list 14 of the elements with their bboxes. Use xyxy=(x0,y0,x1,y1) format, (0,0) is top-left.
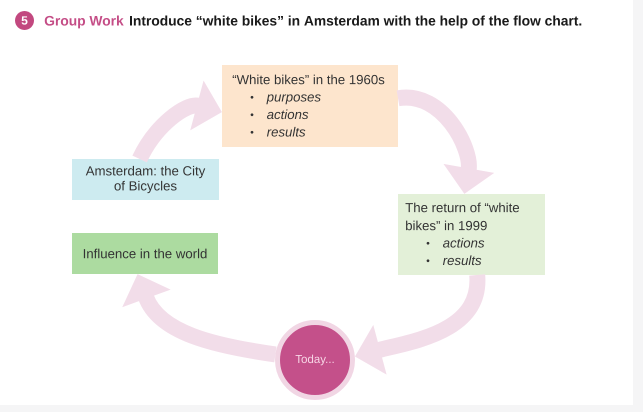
box-heading: “White bikes” in the 1960s xyxy=(232,74,384,84)
circle-node: Today... xyxy=(275,320,355,400)
process-box: Influence in the world xyxy=(72,232,218,274)
list-item: actions xyxy=(267,109,308,120)
title: Introduce “white bikes” in Amsterdam with the help of the flow chart. xyxy=(130,16,582,28)
process-box xyxy=(222,65,398,147)
process-box xyxy=(398,194,545,275)
section-label: Group Work xyxy=(44,16,124,28)
list-item: actions xyxy=(443,238,484,248)
list-item: purposes xyxy=(266,94,321,104)
callout-number: 5 xyxy=(15,11,34,30)
process-box: Amsterdam: the City of Bicycles xyxy=(72,159,219,200)
list-item: results xyxy=(266,126,306,137)
list-item: results xyxy=(442,255,482,266)
